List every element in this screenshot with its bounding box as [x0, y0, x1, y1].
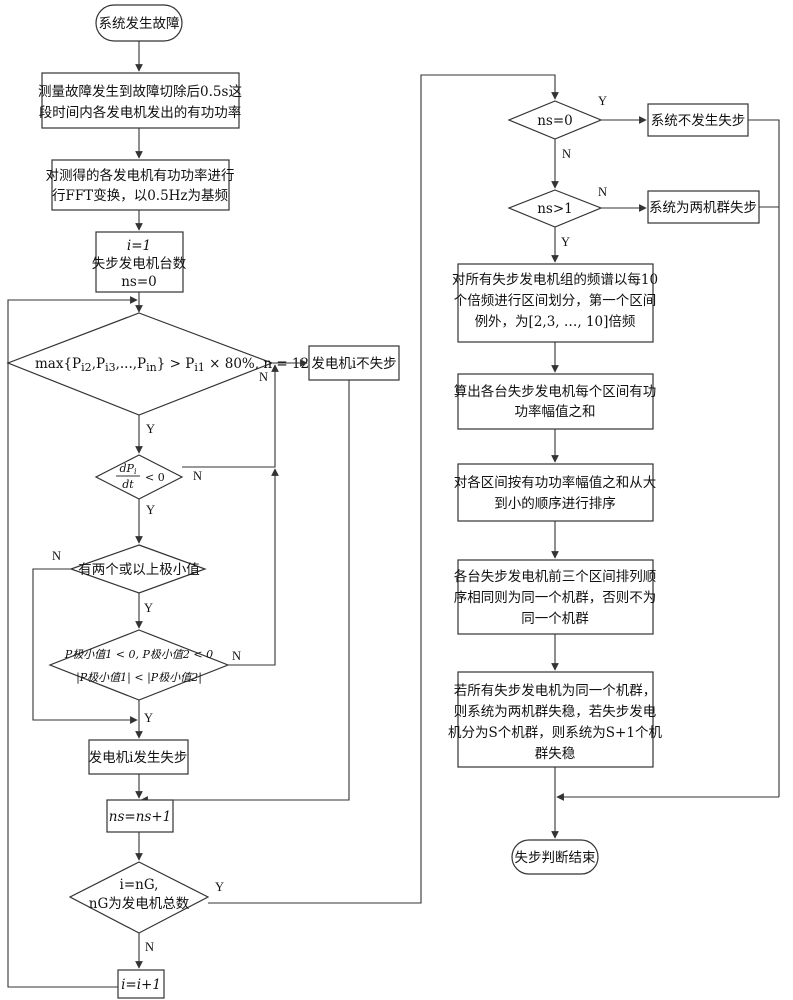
cond-ns1-decision: ns>1: [507, 189, 603, 228]
fft-line2: 行FFT变换，以0.5Hz为基频: [52, 187, 229, 204]
init-i: i=1: [127, 238, 151, 254]
arrow-two-min-no: [32, 568, 138, 724]
cond-deriv-decision: dPi dt < 0: [94, 454, 184, 500]
ns0-yes-label: Y: [598, 94, 607, 108]
cond-two-min-label: 有两个或以上极小值: [78, 562, 200, 578]
sum-process: 算出各台失步发电机每个区间有功 功率幅值之和: [454, 373, 657, 430]
last-no-label: N: [145, 940, 154, 954]
cond-max-label: max{Pi2,Pi3,...,Pin} > Pi1 × 80%, n = 12…: [35, 356, 318, 374]
result-line2: 则系统为两机群失稳，若失步发电: [454, 704, 657, 720]
deriv-num: dPi: [119, 462, 136, 476]
two-min-no-label: N: [52, 549, 61, 563]
minima-no-label: N: [232, 649, 241, 663]
cond-ns0-label: ns=0: [537, 113, 573, 129]
ns0-no-label: N: [562, 147, 571, 161]
cond-last-decision: i=nG, nG为发电机总数: [68, 861, 210, 934]
two-min-yes-label: Y: [144, 601, 153, 615]
init-ns: ns=0: [121, 274, 157, 290]
lose-sync-process: 发电机i发生失步: [88, 739, 189, 775]
cond-ns0-decision: ns=0: [507, 100, 603, 140]
not-lose-sync-process: 发电机i不失步: [308, 345, 400, 381]
sort-process: 对各区间按有功功率幅值之和从大 到小的顺序进行排序: [454, 463, 657, 522]
result-line1: 若所有失步发电机为同一个机群，: [454, 683, 657, 699]
cond-max-no-label: N: [259, 370, 268, 384]
lose-sync-label: 发电机i发生失步: [89, 750, 188, 766]
i-inc-label: i=i+1: [121, 977, 161, 993]
ns-inc-process: ns=ns+1: [106, 799, 174, 833]
cond-ns1-label: ns>1: [537, 201, 573, 217]
divide-line3: 例外，为[2,3, …, 10]倍频: [475, 314, 636, 330]
sort-line2: 到小的顺序进行排序: [494, 496, 616, 512]
two-group-process: 系统为两机群失步: [647, 190, 760, 224]
cond-max-decision: max{Pi2,Pi3,...,Pin} > Pi1 × 80%, n = 12…: [6, 312, 318, 416]
divide-line2: 个倍频进行区间划分，第一个区间: [454, 292, 657, 309]
group-line2: 序相同则为同一个机群，否则不为: [454, 590, 657, 606]
arrow-loop-back: [7, 296, 138, 988]
sort-line1: 对各区间按有功功率幅值之和从大: [454, 474, 657, 491]
arrow-last-yes: [208, 74, 559, 904]
result-line3: 机分为S个机群，则系统为S+1个机: [448, 725, 662, 741]
deriv-yes-label: Y: [146, 503, 155, 517]
init-count: 失步发电机台数: [92, 256, 187, 272]
group-line1: 各台失步发电机前三个区间排列顺: [454, 568, 657, 585]
result-line4: 群失稳: [535, 746, 576, 762]
end-terminal: 失步判断结束: [511, 839, 599, 875]
cond-last-line2: nG为发电机总数: [89, 896, 190, 912]
cond-minima-line2: |P极小值1| < |P极小值2|: [76, 671, 202, 685]
two-group-label: 系统为两机群失步: [649, 200, 757, 216]
start-terminal: 系统发生故障: [95, 4, 183, 42]
arrow-not-lose-to-ns: [140, 380, 350, 804]
minima-yes-label: Y: [144, 711, 153, 725]
group-line3: 同一个机群: [521, 611, 589, 627]
not-lose-sync-label: 发电机i不失步: [311, 356, 396, 372]
divide-line1: 对所有失步发电机组的频谱以每10: [452, 272, 658, 288]
line-right-merge: [748, 119, 780, 797]
cond-minima-decision: P极小值1 < 0, P极小值2 < 0 |P极小值1| < |P极小值2|: [48, 629, 230, 701]
deriv-den: dt: [122, 478, 134, 491]
ns-inc-label: ns=ns+1: [109, 809, 171, 825]
measure-line1: 测量故障发生到故障切除后0.5s这: [38, 83, 242, 100]
no-loss-label: 系统不发生失步: [651, 113, 746, 129]
deriv-rel: < 0: [145, 471, 165, 484]
last-yes-label: Y: [215, 880, 224, 894]
i-inc-process: i=i+1: [117, 969, 165, 999]
end-label: 失步判断结束: [515, 850, 596, 866]
cond-two-min-decision: 有两个或以上极小值: [69, 544, 207, 594]
ns1-yes-label: Y: [561, 235, 570, 249]
cond-last-line1: i=nG,: [120, 877, 159, 893]
no-loss-process: 系统不发生失步: [647, 103, 749, 137]
result-process: 若所有失步发电机为同一个机群， 则系统为两机群失稳，若失步发电 机分为S个机群，…: [448, 671, 662, 768]
fft-line1: 对测得的各发电机有功功率进行: [46, 167, 235, 184]
deriv-no-label: N: [193, 469, 202, 483]
start-label: 系统发生故障: [99, 16, 180, 32]
measure-line2: 段时间内各发电机发出的有功功率: [39, 104, 242, 121]
cond-minima-line1: P极小值1 < 0, P极小值2 < 0: [64, 648, 213, 661]
ns1-no-label: N: [598, 185, 607, 199]
sum-line1: 算出各台失步发电机每个区间有功: [454, 384, 657, 400]
fft-process: 对测得的各发电机有功功率进行 行FFT变换，以0.5Hz为基频: [46, 159, 235, 211]
divide-process: 对所有失步发电机组的频谱以每10 个倍频进行区间划分，第一个区间 例外，为[2,…: [452, 263, 658, 343]
cond-max-yes-label: Y: [146, 422, 155, 436]
measure-process: 测量故障发生到故障切除后0.5s这 段时间内各发电机发出的有功功率: [38, 72, 242, 129]
arrow-deriv-no: [182, 364, 279, 468]
init-process: i=1 失步发电机台数 ns=0: [92, 231, 187, 293]
group-process: 各台失步发电机前三个区间排列顺 序相同则为同一个机群，否则不为 同一个机群: [454, 559, 657, 635]
arrow-minima-no: [228, 468, 279, 666]
sum-line2: 功率幅值之和: [515, 403, 596, 420]
